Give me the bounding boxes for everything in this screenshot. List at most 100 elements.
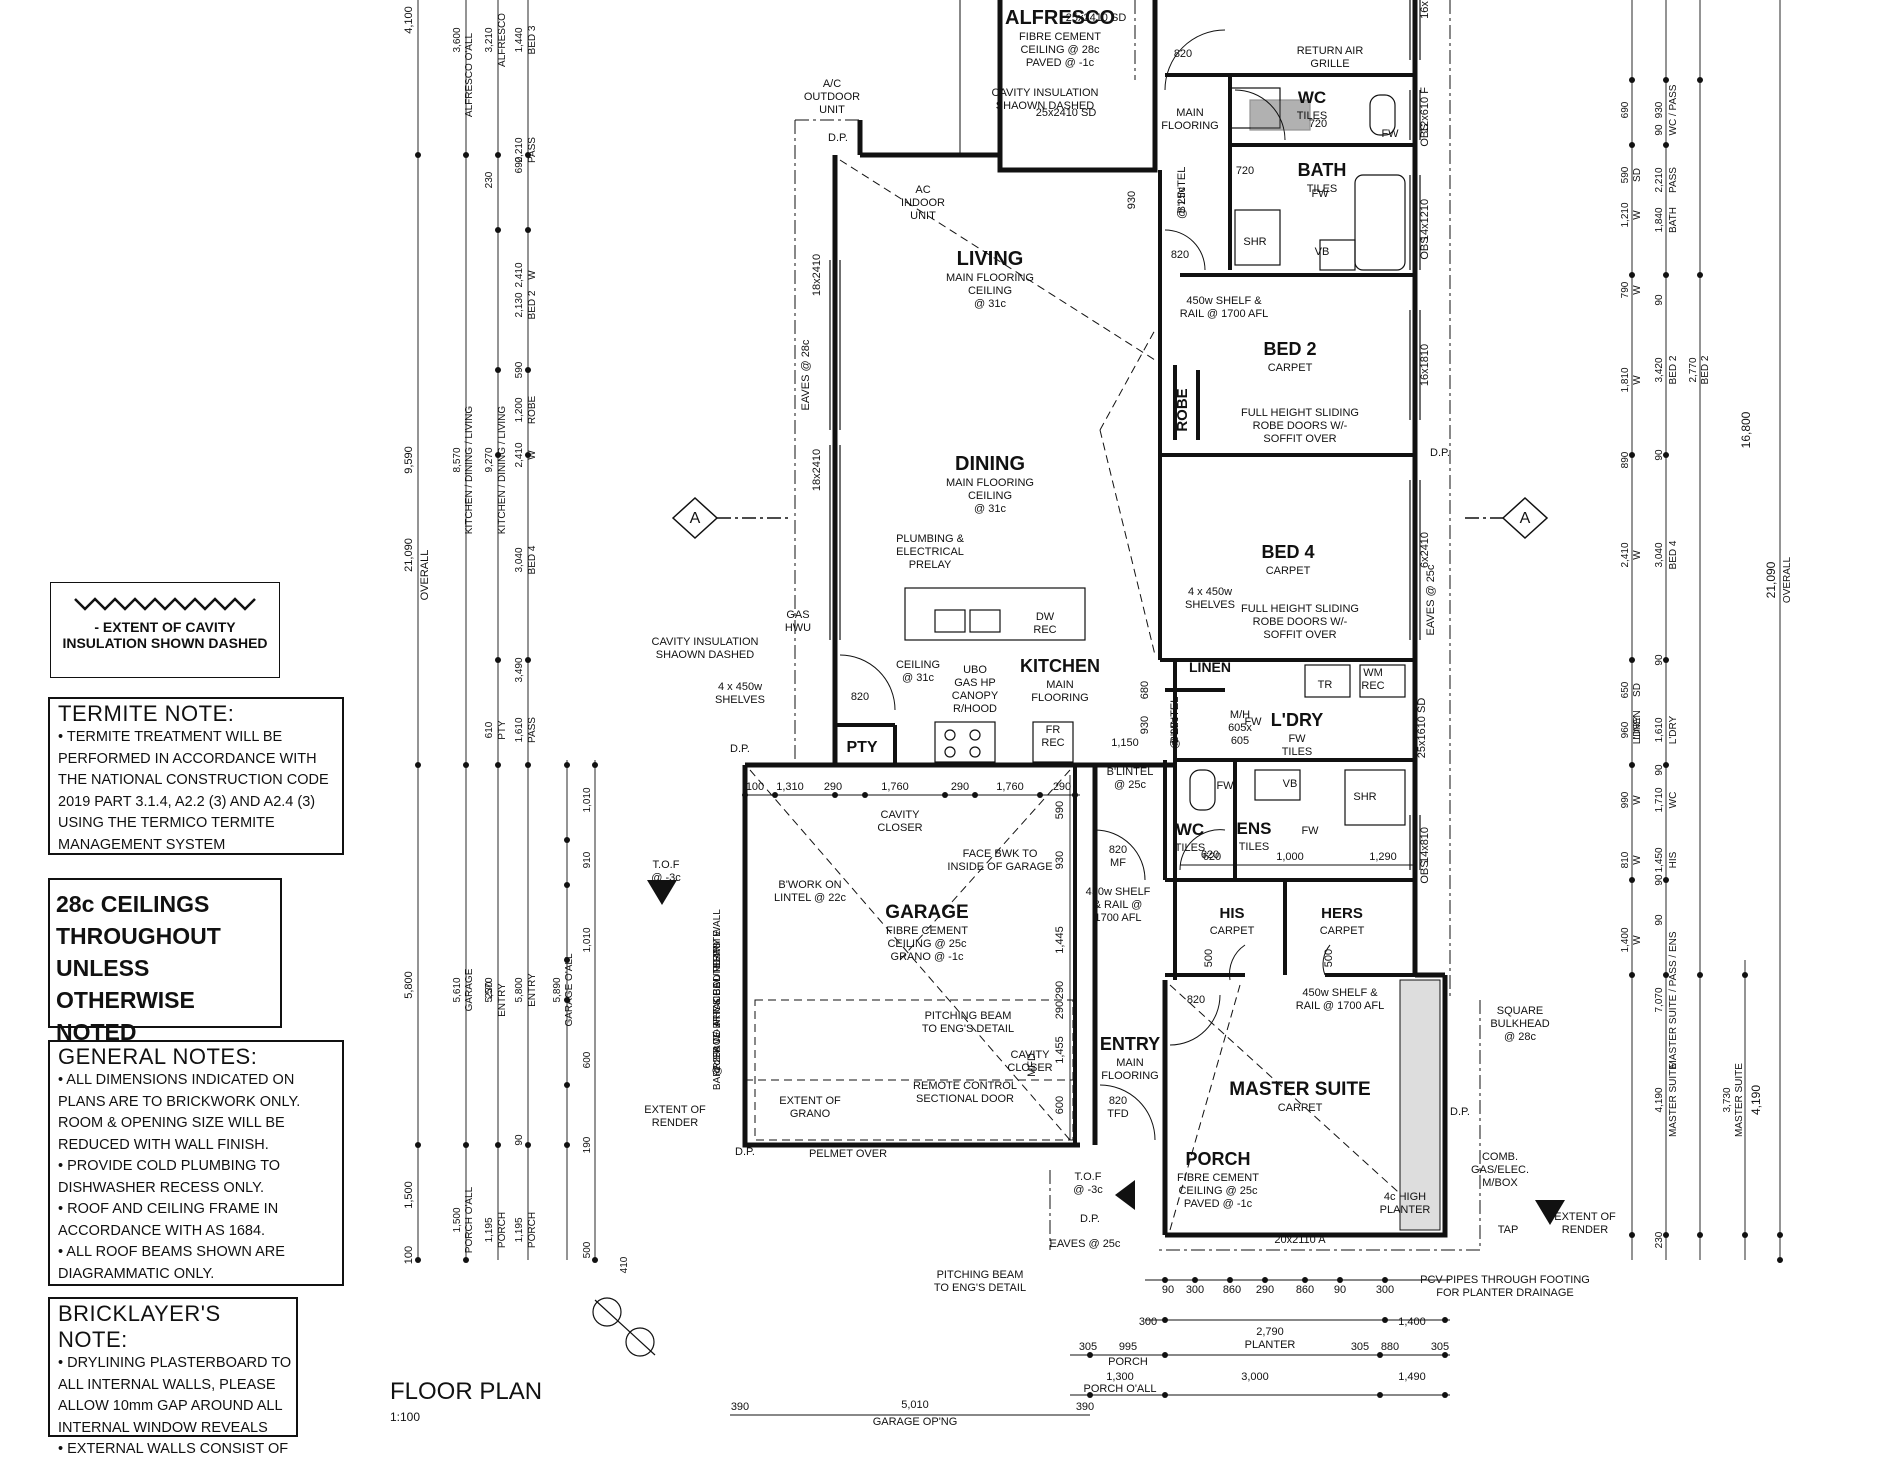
annotation-shelf_master: 450w SHELF & — [1302, 987, 1378, 999]
right-dim-col-b: 90 — [1654, 764, 1665, 776]
annotation-cavity_closer_b: CAVITY — [1011, 1049, 1051, 1061]
annotation-mh: M/H — [1230, 709, 1250, 721]
left-dim-col4: ENTRY — [527, 973, 538, 1007]
general-notes: GENERAL NOTES: • ALL DIMENSIONS INDICATE… — [48, 1040, 344, 1286]
annotation-planter: PLANTER — [1380, 1204, 1431, 1216]
ens-dim: 1,000 — [1276, 851, 1304, 863]
annotation-shelves_bed4: 4 x 450w — [1188, 586, 1232, 598]
garage-dim-chain: 910 — [582, 851, 593, 868]
annotation-dp: D.P. — [828, 132, 848, 144]
garage-side-dim: 290 — [1054, 981, 1066, 999]
section-marker-a: A — [1520, 510, 1531, 527]
entry-dim: 1,455 — [1054, 1036, 1066, 1064]
bricklayer-note-title: BRICKLAYER'S NOTE: — [58, 1301, 221, 1352]
right-dim-col-c: BED 2 — [1700, 355, 1711, 384]
annotation-return_air: GRILLE — [1310, 58, 1349, 70]
dimension-ticks — [415, 77, 1783, 1398]
left-dim-col4: ROBE — [527, 396, 538, 425]
left-dim-col4: 5,800 — [514, 977, 525, 1002]
right-dim-col-a: 790 — [1620, 281, 1631, 298]
bottom-dim-row3: 995 — [1119, 1341, 1137, 1353]
bottom-left-dim: GARAGE OP'NG — [873, 1416, 958, 1425]
annotation-wm_rec: WM — [1363, 667, 1383, 679]
window-label: OBS — [1419, 123, 1431, 146]
annotation-shelves_pty: 4 x 450w — [718, 681, 762, 693]
room-name: ALFRESCO — [1005, 7, 1115, 29]
window-label: 12x610 F — [1419, 87, 1431, 133]
door-size: 820 — [851, 691, 869, 703]
annotation-ac_indoor: AC — [915, 184, 930, 196]
room-name: BED 4 — [1261, 542, 1314, 562]
annotation-tof_l: T.O.F — [653, 859, 680, 871]
annotation-mf_820: MF — [1110, 857, 1126, 869]
room-finish: TILES — [1307, 183, 1338, 195]
door-size: 820 — [1187, 994, 1205, 1006]
annotation-comb_box: GAS/ELEC. — [1471, 1164, 1529, 1176]
annotation-gas_hwu: HWU — [785, 622, 811, 634]
annotation-sd: 25x2410 SD — [1066, 12, 1127, 24]
right-dim-overall: OVERALL — [1782, 556, 1793, 603]
garage-dim-chain: 190 — [582, 1136, 593, 1153]
room-finish: TILES — [1239, 841, 1270, 853]
annotation-sliding_bed4: FULL HEIGHT SLIDING — [1241, 603, 1359, 615]
annotation-planter: 4c HIGH — [1384, 1191, 1426, 1203]
annotation-shelves_pty: SHELVES — [715, 694, 765, 706]
bottom-dim-row3: PORCH — [1108, 1356, 1148, 1368]
room-finish: @ 31c — [974, 503, 1006, 515]
room-finish: CEILING @ 25c — [887, 938, 967, 950]
bricklayer-note-line: INTERNAL WINDOW REVEALS — [58, 1419, 268, 1436]
bottom-dim-row2: 2,790 — [1256, 1326, 1284, 1338]
right-dim-col-b: 3,420 — [1654, 357, 1665, 382]
annotation-dw_rec: REC — [1033, 624, 1056, 636]
left-dim-col2: GARAGE — [464, 968, 475, 1011]
annotation-fw: FW — [1244, 716, 1262, 728]
annotation-vb: VB — [1315, 246, 1330, 258]
room-finish: TILES — [1282, 746, 1313, 758]
termite-note-line: MANAGEMENT SYSTEM — [58, 836, 226, 853]
right-dim-col-a: 990 — [1620, 791, 1631, 808]
general-note-line: DIAGRAMMATIC ONLY. — [58, 1265, 215, 1282]
door-size: 720 — [1309, 118, 1327, 130]
garage-dim-chain: 1,010 — [582, 927, 593, 952]
annotation-tfd_820: TFD — [1107, 1108, 1128, 1120]
annotation-ceiling_kitchen: @ 31c — [902, 672, 934, 684]
annotation-ac_outdoor: A/C — [823, 78, 841, 90]
annotation-shelf_bed2: 450w SHELF & — [1186, 295, 1262, 307]
right-dim-col-a-label: SD — [1632, 168, 1643, 182]
left-dim-col3: 1,195 — [484, 1217, 495, 1242]
room-finish: FIBRE CEMENT — [1019, 31, 1101, 43]
door-size: 620 — [1201, 849, 1219, 861]
left-dim-col2: KITCHEN / DINING / LIVING — [464, 406, 475, 535]
right-dim-col-a: 960 — [1620, 721, 1631, 738]
ceiling-height-note: 28c CEILINGS THROUGHOUT UNLESS OTHERWISE… — [48, 878, 282, 1045]
ceiling-note-line: THROUGHOUT — [56, 923, 221, 949]
tof-markers — [647, 880, 1565, 1225]
right-dim-col-b: 2,210 — [1654, 167, 1665, 192]
annotation-ubo: R/HOOD — [953, 703, 997, 715]
annotation-comb_box: COMB. — [1482, 1151, 1518, 1163]
left-dim-col3: 3,210 — [484, 27, 495, 52]
window-label: 14x1210 — [1419, 199, 1431, 241]
garage-dim-chain: 5,890 — [552, 977, 563, 1002]
section-markers — [671, 496, 1549, 540]
annotation-extent_render_r: EXTENT OF — [1554, 1211, 1616, 1223]
room-finish: CEILING — [968, 285, 1012, 297]
left-dim-col3: 9,270 — [484, 447, 495, 472]
room-finish: CARPET — [1268, 362, 1313, 374]
annotation-sliding_bed2: FULL HEIGHT SLIDING — [1241, 407, 1359, 419]
room-finish: @ 31c — [974, 298, 1006, 310]
room-finish: GRANO @ -1c — [891, 951, 964, 963]
left-dim-col4: 90 — [514, 1134, 525, 1146]
annotation-shelf_his: 1700 AFL — [1094, 912, 1141, 924]
left-dim-col3: PTY — [497, 720, 508, 740]
right-dim-col-b: 930 — [1654, 101, 1665, 118]
ceiling-note-line: 28c CEILINGS — [56, 891, 210, 917]
room-name: ENTRY — [1100, 1034, 1160, 1054]
bottom-dim-row5: 390 — [1076, 1401, 1094, 1413]
annotation-dp: D.P. — [1450, 1106, 1470, 1118]
ens-dim: 620 — [1203, 851, 1221, 863]
room-finish: CEILING — [968, 490, 1012, 502]
bottom-dim-row3: 305 — [1351, 1341, 1369, 1353]
general-note-line: PLANS ARE TO BRICKWORK ONLY. — [58, 1093, 301, 1110]
ens-dim: 1,290 — [1369, 851, 1397, 863]
